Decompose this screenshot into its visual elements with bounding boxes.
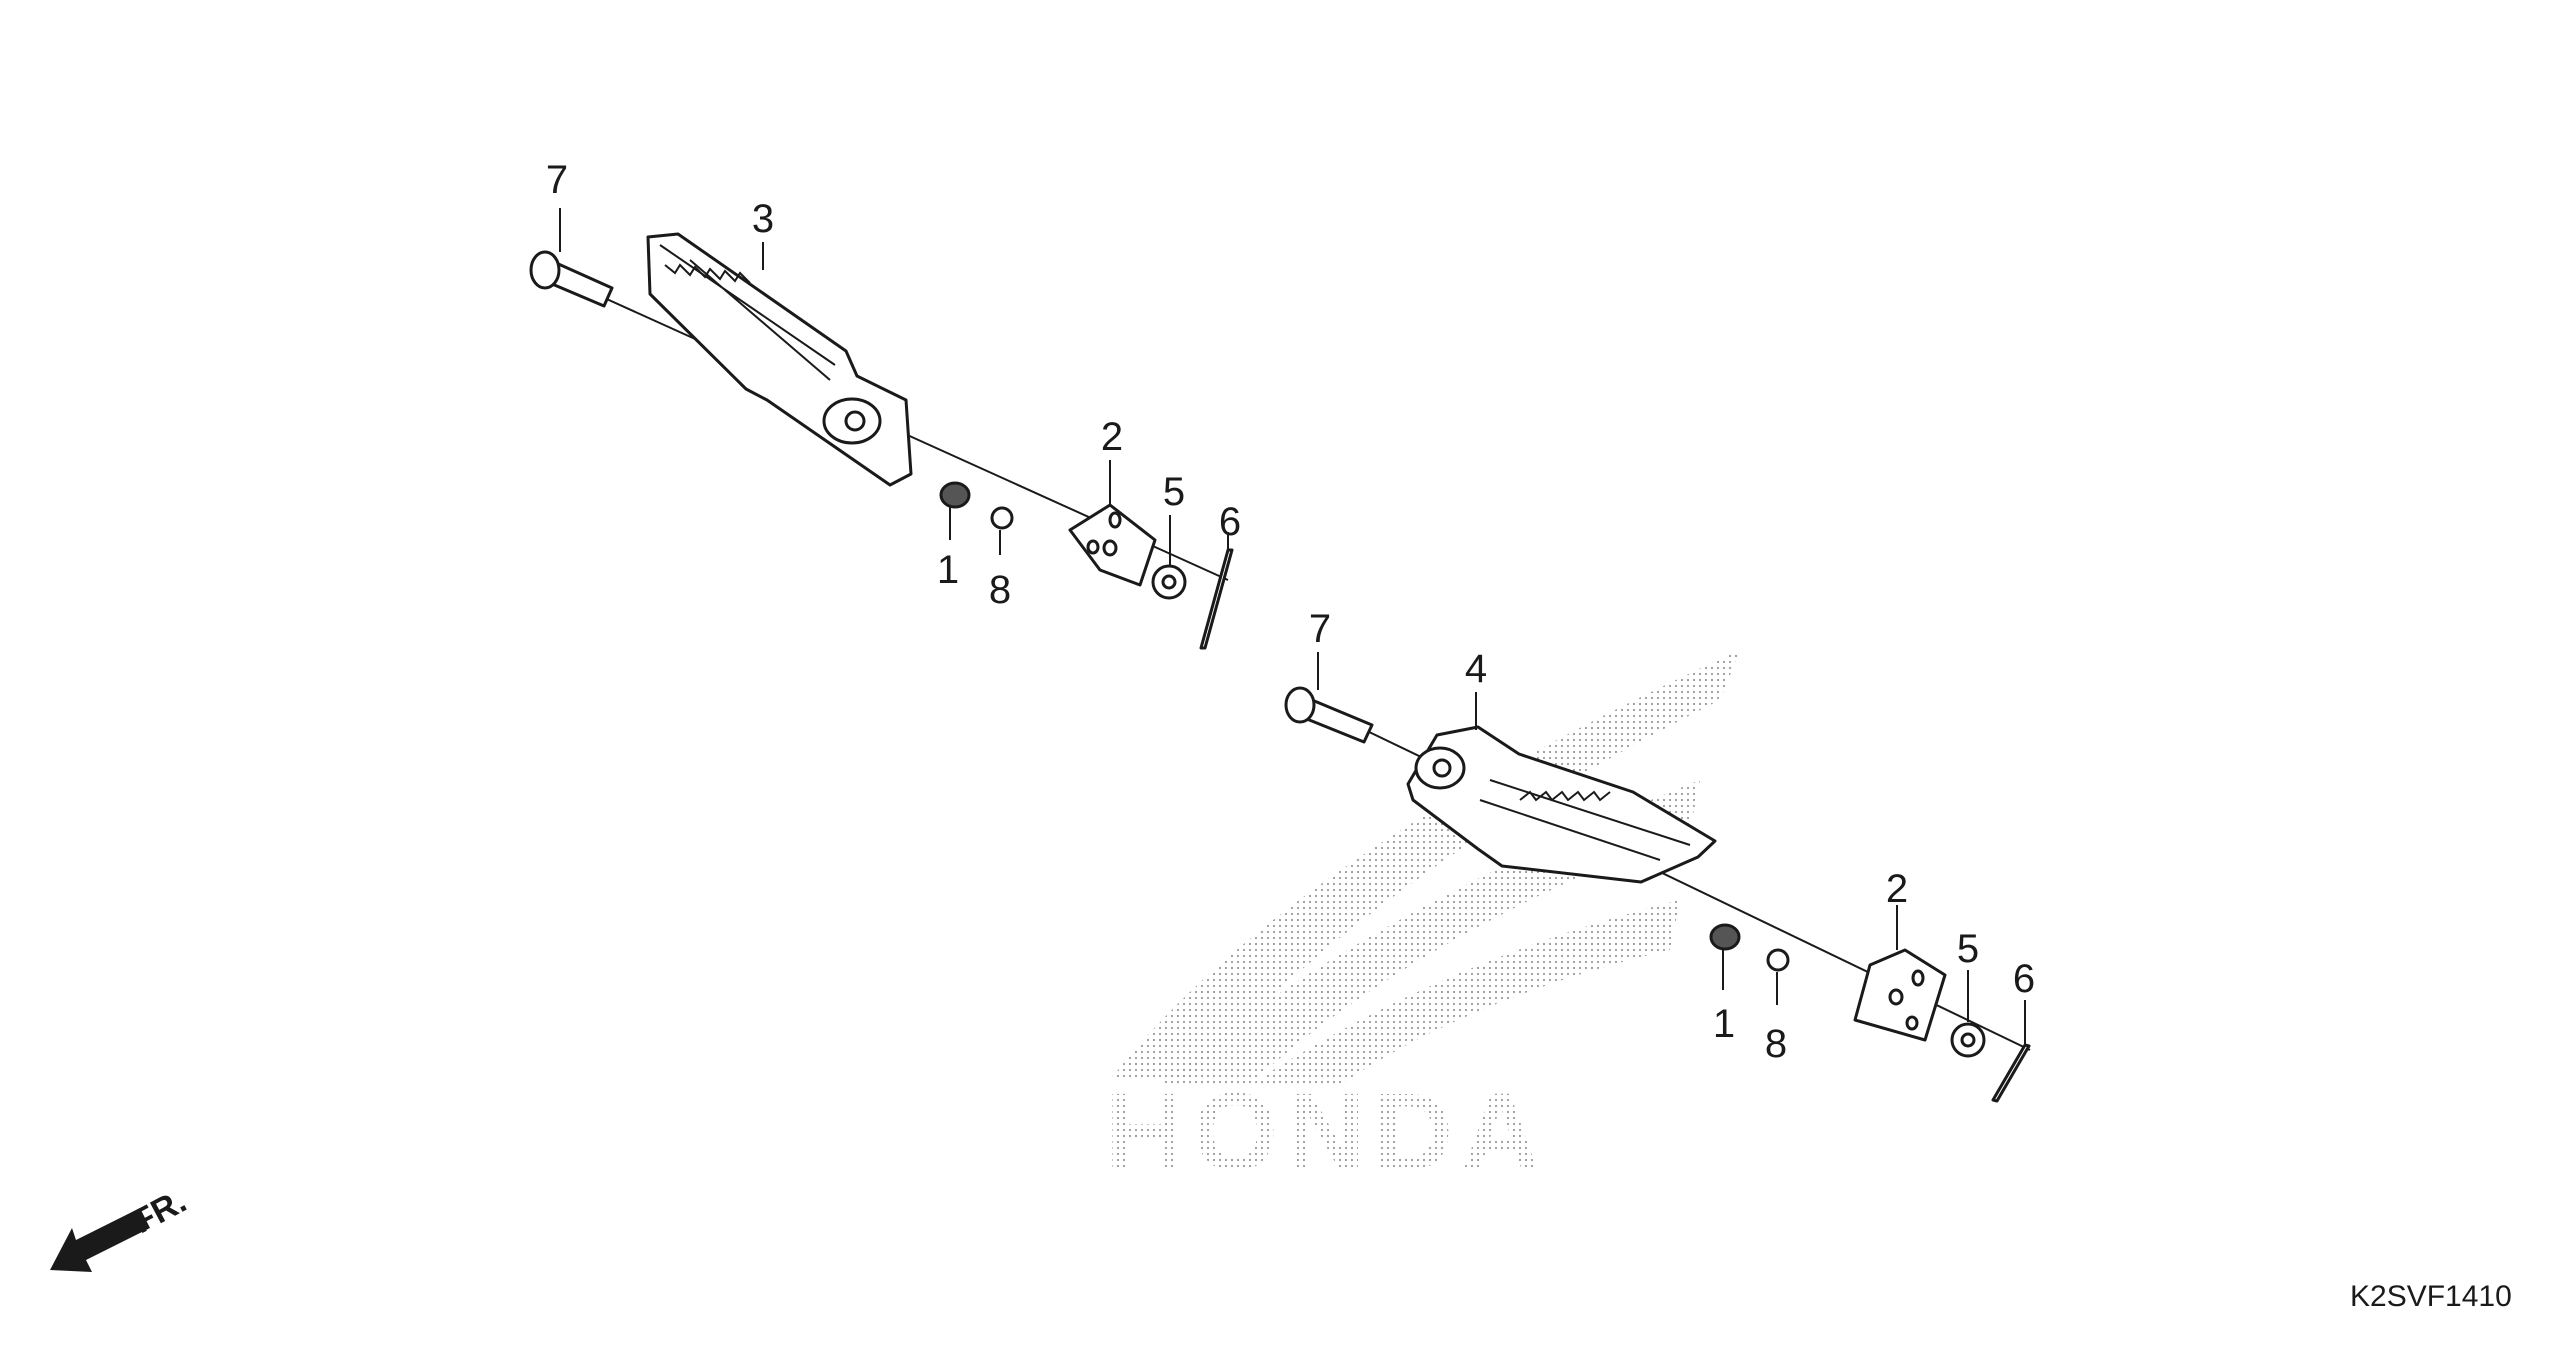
callout-2: 2 <box>1886 867 1908 911</box>
plate-part-2 <box>1068 503 1157 587</box>
callout-3: 3 <box>752 197 774 241</box>
honda-watermark-text: HONDA <box>1105 1071 1548 1194</box>
callout-8: 8 <box>989 568 1011 612</box>
bolt-part-1 <box>1709 923 1741 951</box>
callout-4: 4 <box>1465 647 1487 691</box>
pin-part-7 <box>1284 686 1374 744</box>
callout-6: 6 <box>1219 500 1241 544</box>
footpeg-part-4 <box>1406 725 1717 884</box>
washer-part-5 <box>1950 1022 1986 1058</box>
callout-5: 5 <box>1957 927 1979 971</box>
callout-1: 1 <box>937 548 959 592</box>
left-footpeg-assembly: 7 3 1 8 2 5 6 <box>529 158 1241 650</box>
diagram-code: K2SVF1410 <box>2350 1280 2512 1313</box>
callout-7: 7 <box>1309 607 1331 651</box>
right-footpeg-assembly: 7 4 1 8 2 5 6 <box>1284 607 2035 1103</box>
front-direction-arrow: FR. <box>50 1182 193 1272</box>
cotter-pin-part-6 <box>1199 548 1234 650</box>
callout-7: 7 <box>546 158 568 202</box>
callout-1: 1 <box>1713 1002 1735 1046</box>
callout-6: 6 <box>2013 957 2035 1001</box>
ball-part-8 <box>1766 948 1790 972</box>
footpeg-part-3 <box>646 232 913 487</box>
pin-part-7 <box>529 250 614 308</box>
callout-2: 2 <box>1101 415 1123 459</box>
bolt-part-1 <box>939 481 971 509</box>
arrow-icon <box>50 1208 150 1272</box>
honda-wing-watermark: HONDA <box>1105 650 1740 1194</box>
washer-part-5 <box>1151 564 1187 600</box>
callout-8: 8 <box>1765 1022 1787 1066</box>
ball-part-8 <box>990 506 1014 530</box>
callout-5: 5 <box>1163 470 1185 514</box>
cotter-pin-part-6 <box>1991 1043 2031 1103</box>
plate-part-2 <box>1853 948 1947 1042</box>
